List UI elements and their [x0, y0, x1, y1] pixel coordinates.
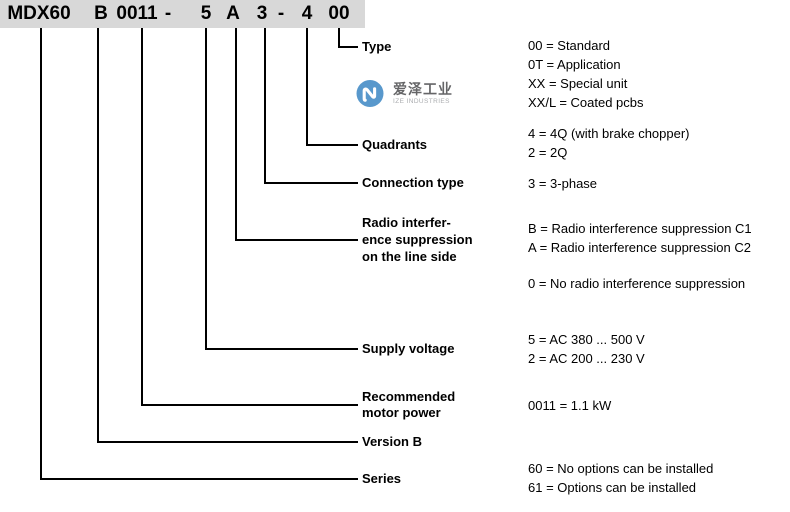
- value-item: B = Radio interference suppression C1: [528, 221, 752, 236]
- connector-quadrants-vertical: [306, 28, 308, 146]
- value-item: 61 = Options can be installed: [528, 480, 697, 495]
- label-series-line: Series: [362, 471, 402, 486]
- label-version: Version B: [362, 434, 422, 450]
- value-item: 00 = Standard: [528, 38, 611, 53]
- connector-series-horizontal: [40, 478, 358, 480]
- label-quadrants: Quadrants: [362, 137, 427, 153]
- values-radio-interference-none: 0 = No radio interference suppression: [528, 274, 745, 293]
- value-item: XX/L = Coated pcbs: [528, 95, 644, 110]
- label-supply-voltage-line: Supply voltage: [362, 341, 455, 356]
- connector-radio-vertical: [235, 28, 237, 241]
- values-motor-power: 0011 = 1.1 kW: [528, 396, 611, 415]
- values-type: 00 = Standard 0T = Application XX = Spec…: [528, 36, 644, 112]
- value-item: 0011 = 1.1 kW: [528, 398, 612, 413]
- connector-power-vertical: [141, 28, 143, 406]
- code-segment-voltage: 5: [200, 3, 212, 24]
- code-segment-power: 0011: [116, 3, 158, 24]
- label-radio-line-2: ence suppression: [362, 232, 473, 247]
- values-series: 60 = No options can be installed 61 = Op…: [528, 459, 713, 497]
- value-item: 3 = 3-phase: [528, 176, 598, 191]
- logo-subtitle: IZE INDUSTRIES: [393, 98, 450, 105]
- label-radio-interference: Radio interfer- ence suppression on the …: [362, 214, 473, 265]
- values-supply-voltage: 5 = AC 380 ... 500 V 2 = AC 200 ... 230 …: [528, 330, 645, 368]
- connector-quadrants-horizontal: [306, 144, 358, 146]
- code-segment-dash-2: -: [277, 3, 285, 24]
- value-item: 2 = AC 200 ... 230 V: [528, 351, 645, 366]
- label-series: Series: [362, 471, 401, 487]
- label-type-line: Type: [362, 39, 392, 54]
- label-type: Type: [362, 39, 391, 55]
- connector-version-vertical: [97, 28, 99, 443]
- code-segment-type: 00: [328, 3, 350, 24]
- label-connection-type: Connection type: [362, 175, 464, 191]
- value-item: 0T = Application: [528, 57, 621, 72]
- code-bar: [0, 0, 365, 28]
- value-item: 4 = 4Q (with brake chopper): [528, 126, 690, 141]
- value-item: 60 = No options can be installed: [528, 461, 714, 476]
- value-item: A = Radio interference suppression C2: [528, 240, 751, 255]
- label-motor-power-line-1: Recommended: [362, 389, 456, 404]
- connector-version-horizontal: [97, 441, 358, 443]
- connector-type-horizontal: [338, 46, 358, 48]
- ize-logo-icon: [356, 80, 384, 107]
- connector-connection-vertical: [264, 28, 266, 184]
- code-segment-quadrants: 4: [301, 3, 313, 24]
- label-quadrants-line: Quadrants: [362, 137, 428, 152]
- connector-voltage-vertical: [205, 28, 207, 350]
- code-segment-version: B: [94, 3, 108, 24]
- values-radio-interference: B = Radio interference suppression C1 A …: [528, 219, 752, 257]
- label-motor-power-line-2: motor power: [362, 405, 441, 420]
- code-segment-radio: A: [226, 3, 240, 24]
- label-radio-line-1: Radio interfer-: [362, 215, 451, 230]
- values-connection-type: 3 = 3-phase: [528, 174, 597, 193]
- values-quadrants: 4 = 4Q (with brake chopper) 2 = 2Q: [528, 124, 690, 162]
- value-item: 2 = 2Q: [528, 145, 568, 160]
- value-item: XX = Special unit: [528, 76, 628, 91]
- label-radio-line-3: on the line side: [362, 249, 457, 264]
- label-version-line: Version B: [362, 434, 422, 449]
- code-segment-connection: 3: [256, 3, 268, 24]
- connector-series-vertical: [40, 28, 42, 480]
- code-segment-dash-1: -: [164, 3, 172, 24]
- connector-voltage-horizontal: [205, 348, 358, 350]
- logo-name: 爱泽工业: [393, 81, 453, 97]
- logo-text-block: 爱泽工业 IZE INDUSTRIES: [393, 82, 453, 106]
- value-item: 0 = No radio interference suppression: [528, 276, 746, 291]
- connector-power-horizontal: [141, 404, 358, 406]
- label-supply-voltage: Supply voltage: [362, 341, 454, 357]
- value-item: 5 = AC 380 ... 500 V: [528, 332, 645, 347]
- watermark-logo: 爱泽工业 IZE INDUSTRIES: [355, 79, 453, 109]
- label-recommended-motor-power: Recommended motor power: [362, 389, 455, 421]
- connector-type-vertical: [338, 28, 340, 48]
- connector-radio-horizontal: [235, 239, 358, 241]
- connector-connection-horizontal: [264, 182, 358, 184]
- code-segment-series: MDX60: [7, 3, 71, 24]
- label-connection-type-line: Connection type: [362, 175, 464, 190]
